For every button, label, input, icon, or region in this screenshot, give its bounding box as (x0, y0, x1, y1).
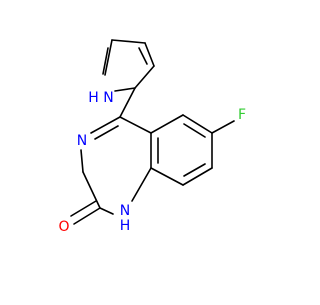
double-bond-inner (183, 123, 206, 138)
atom-label-fluorine: F (238, 107, 246, 123)
bond (150, 167, 184, 186)
bond (80, 149, 84, 173)
bond (111, 39, 146, 44)
bond (182, 167, 213, 186)
bond-c-f (211, 120, 235, 134)
diazepine-ring (80, 116, 152, 215)
atom-label-amide-n: N (120, 203, 130, 219)
double-bond-inner (102, 47, 109, 75)
bond-c-o-double (73, 207, 101, 225)
bond-double-inner (94, 125, 119, 140)
pyrrole-ring (102, 39, 155, 118)
bond (119, 87, 136, 118)
bond (182, 114, 213, 134)
bond (134, 65, 155, 89)
atom-label-pyrrole-nh: H N (88, 90, 113, 106)
atom-label-amide-h: H (120, 218, 131, 234)
bond (131, 167, 152, 202)
molecule-structure: H N N N H O F (58, 39, 246, 235)
bond (114, 87, 136, 92)
bond (144, 42, 155, 67)
double-bond-inner (183, 163, 206, 177)
bond (104, 39, 113, 76)
double-bond-inner (138, 47, 148, 65)
bond-double-outer (90, 116, 121, 134)
benzene-ring (150, 114, 213, 186)
atom-label-carbonyl-o: O (58, 219, 69, 235)
bond (99, 207, 114, 215)
molecule-diagram: H N N N H O F (58, 39, 246, 235)
bond (150, 114, 184, 134)
atom-label-imine-n: N (77, 133, 87, 149)
bond (119, 116, 152, 134)
bond-c-o-double-inner (70, 200, 97, 217)
bond (82, 171, 101, 209)
